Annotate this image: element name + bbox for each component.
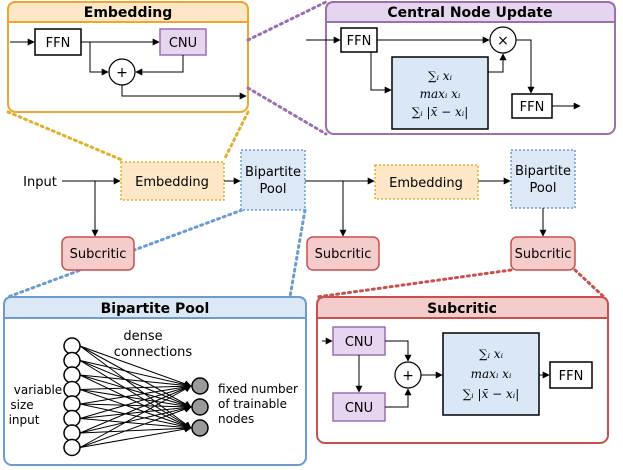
dense-connection [79,418,192,431]
main-flow: Input Embedding Bipartite Pool Embedding… [23,149,576,271]
dense-connection [79,360,192,389]
right-label-3: nodes [218,412,254,426]
input-node [63,366,81,384]
subcritic-panel-title: Subcritic [427,301,497,317]
dense-connection [79,383,192,405]
left-label-2: size [10,398,33,412]
subcritic-1-label: Subcritic [70,247,127,262]
dense-connection [79,374,192,429]
subcritic-cnu-top-box [332,326,386,356]
dense-connection [79,424,192,434]
embedding-block-1-label: Embedding [135,175,209,190]
central-ffn-in-label: FFN [347,34,372,49]
dense-connection [79,385,192,448]
subcritic-cnu-bottom-label: CNU [345,401,373,416]
right-label-1: fixed number [218,382,298,396]
pool-2-label-a: Bipartite [515,164,571,179]
bipartite-pool-panel: Bipartite Pool dense connections variabl… [3,296,307,466]
input-node [63,438,81,457]
dense-label-2: connections [114,345,193,360]
dense-connection [79,345,192,408]
dense-connection [79,403,192,431]
dense-connection [79,345,192,429]
dense-connection [79,374,192,409]
subcritic-panel: Subcritic CNU CNU + ∑ᵢ xᵢ maxᵢ xᵢ ∑ᵢ |x̄… [316,296,609,444]
dense-connection [79,389,192,410]
dense-connection [79,403,192,411]
bipartite-pool-block-2 [510,149,576,209]
right-label-2: of trainable [218,397,287,411]
embedding-block-2-label: Embedding [389,176,463,191]
subcritic-block-2 [306,236,380,271]
dense-connection [79,405,192,434]
embedding-block-2 [374,164,479,200]
central-panel-title: Central Node Update [387,5,552,21]
embedding-cnu-label: CNU [169,36,197,51]
subcritic-3-label: Subcritic [515,247,572,262]
central-ffn-out-box [511,93,553,119]
left-label-1: variable [14,383,62,397]
dense-connection [79,389,192,430]
dense-connection [79,404,192,419]
input-node [63,409,81,428]
bipartite-panel-title: Bipartite Pool [101,301,210,317]
subcritic-ffn-box [549,361,593,389]
dense-label-1: dense [123,329,162,344]
central-node-update-panel: Central Node Update FFN × ∑ᵢ xᵢ maxᵢ xᵢ … [306,1,616,135]
subcritic-aggregation-box [442,332,540,416]
input-node [63,424,81,442]
embedding-plus-label: + [116,65,128,81]
subcritic-agg-sum: ∑ᵢ xᵢ [479,347,504,361]
input-node [63,380,81,399]
embedding-ffn-box [34,28,82,56]
dense-connection [79,374,192,389]
central-agg-dev: ∑ᵢ |x̄ − xᵢ| [412,105,469,119]
bipartite-pool-block-1 [240,149,306,211]
dense-connection [79,360,192,408]
input-node [63,351,81,370]
embedding-panel-title: Embedding [84,5,173,21]
central-aggregation-box [391,56,489,130]
trainable-node [191,398,209,416]
dense-connection [79,384,192,419]
dense-connection [79,382,192,390]
subcritic-cnu-top-label: CNU [345,335,373,350]
dense-connection [79,360,192,429]
dense-connection [79,345,192,388]
trainable-node [191,419,209,437]
subcritic-ffn-label: FFN [559,369,584,384]
subcritic-cnu-bottom-box [332,392,386,422]
input-node [63,395,81,413]
subcritic-block-3 [510,236,576,271]
central-times-label: × [497,33,509,49]
input-label: Input [23,175,57,190]
subcritic-block-1 [61,236,135,271]
embedding-panel: Embedding FFN CNU + [7,1,249,113]
central-ffn-out-label: FFN [520,100,545,115]
dense-connection [79,405,192,448]
dense-network [63,337,209,457]
dense-connection [79,425,192,448]
pool-1-label-b: Pool [260,182,287,197]
subcritic-agg-dev: ∑ᵢ |x̄ − xᵢ| [463,387,520,401]
pool-1-label-a: Bipartite [245,165,301,180]
central-agg-sum: ∑ᵢ xᵢ [428,69,453,83]
subcritic-plus-label: + [402,368,414,384]
subcritic-2-label: Subcritic [315,247,372,262]
left-label-3: input [9,413,40,427]
pool-2-label-b: Pool [530,181,557,196]
dense-connection [79,385,192,434]
subcritic-agg-max: maxᵢ xᵢ [471,367,512,381]
trainable-node [191,377,209,395]
embedding-ffn-label: FFN [46,36,71,51]
input-node [63,337,81,355]
central-agg-max: maxᵢ xᵢ [420,87,461,101]
